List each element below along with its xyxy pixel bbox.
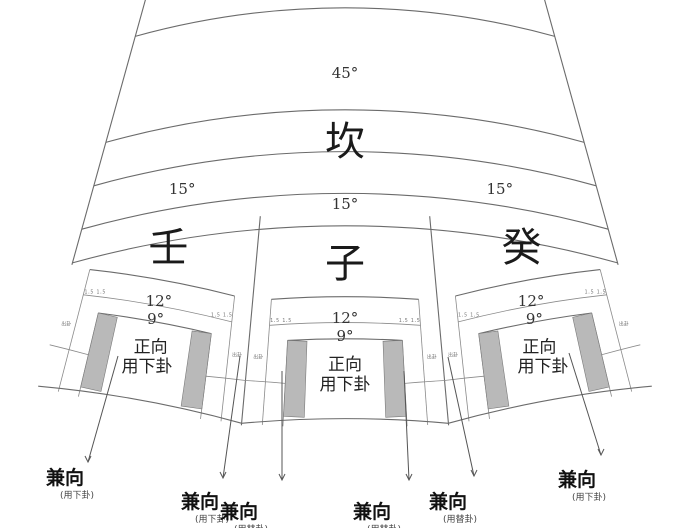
pointer-arrow [597,448,605,457]
pointer-line [403,370,410,481]
annotation-labels: 兼向(用下卦)兼向(用下卦)兼向(用替卦)兼向(用替卦)兼向(用替卦)兼向(用下… [46,352,606,528]
ring-arc [81,192,609,230]
sub-divider-right [240,216,261,426]
sector-edge-left [544,0,619,265]
side-mark-label: 出卦 [619,321,629,328]
sub-angle-label: 15° [332,195,359,213]
sector-structure [38,0,652,427]
sub-sector-name: 子 [325,241,365,287]
band-12-edge [599,269,633,392]
sub-sector-name: 癸 [502,225,542,271]
tick-mark-label: 1.5 1.5 [458,313,479,319]
band-12-top [89,269,235,297]
cell-bottom-arc [241,418,449,424]
center-cell-top [98,312,212,335]
band-12-top [455,269,601,297]
shaded-strip [572,312,610,392]
band-9-label: 9° [526,310,543,328]
side-mark-label: 出卦 [448,352,458,359]
band-12-label: 12° [332,309,359,327]
annotation-subtitle: (用替卦) [367,523,401,528]
sub-divider-left [429,216,450,426]
shaded-strip [478,330,510,410]
pointer-line [87,355,119,463]
outer-angle-label: 45° [332,64,359,82]
pointer-arrow [278,473,286,482]
side-mark-label: 出卦 [253,354,263,361]
pointer-line [222,355,241,479]
shaded-strip [382,340,407,418]
pointer-arrow [405,473,413,482]
tick-mark-label: 1.5 1.5 [585,290,606,296]
band-9-label: 9° [147,310,164,328]
cell-bottom-arc [38,385,242,424]
center-cell-top [478,312,592,335]
band-12-edge [220,295,235,422]
annotation-subtitle: (用下卦) [195,513,229,525]
annotation-title: 兼向 [558,468,596,491]
band-12-edge [57,269,91,392]
center-cell-top [287,338,403,341]
ring-arc [72,225,618,264]
tick-mark-label: 1.5 1.5 [211,313,232,319]
sub-angle-label: 15° [169,180,196,198]
band-12-top [271,296,419,300]
ring-arc [93,151,597,187]
pointer-arrow [219,471,227,480]
outer-sector-name: 坎 [325,119,365,165]
sector-edge-right [71,0,146,265]
gutter-mid-arc [601,344,641,356]
shaded-strip [180,330,212,410]
shaded-strip [283,340,308,418]
annotation-title: 兼向 [429,490,467,513]
ring-arc [105,109,585,143]
band-12-edge [261,299,272,426]
band-9-line [83,294,232,323]
pointer-arrow [84,455,92,464]
band-12-edge [455,295,470,422]
orientation-label-top: 正向 [134,337,168,357]
annotation-title: 兼向 [181,490,219,513]
annotation-subtitle: (用替卦) [234,523,268,528]
shaded-strip [80,312,118,392]
annotation-title: 兼向 [353,500,391,523]
annotation-subtitle: (用下卦) [60,489,94,501]
orientation-label-bottom: 用下卦 [122,357,173,377]
orientation-label-bottom: 用下卦 [320,375,371,395]
gutter-mid-arc [49,344,89,356]
side-mark-label: 出卦 [427,354,437,361]
band-9-label: 9° [336,327,353,345]
ring-arc [135,7,555,37]
annotation-subtitle: (用替卦) [443,513,477,525]
annotation-title: 兼向 [46,466,84,489]
band-9-line [458,294,607,323]
band-9-line [269,322,421,326]
orientation-label-top: 正向 [522,337,556,357]
pointer-line [568,352,602,456]
sub-sector-name: 壬 [148,225,188,271]
side-mark-label: 出卦 [232,352,242,359]
side-mark-label: 出卦 [61,321,71,328]
annotation-subtitle: (用下卦) [572,491,606,503]
pointer-arrow [470,469,478,478]
tick-mark-label: 1.5 1.5 [84,290,105,296]
band-12-label: 12° [146,292,173,310]
tick-mark-label: 1.5 1.5 [270,318,291,324]
orientation-label-top: 正向 [328,355,362,375]
cell-bottom-arc [448,385,652,424]
sub-angle-label: 15° [487,180,514,198]
band-12-edge [418,299,429,426]
orientation-label-bottom: 用下卦 [518,357,569,377]
band-12-label: 12° [518,292,545,310]
tick-mark-label: 1.5 1.5 [399,318,420,324]
annotation-title: 兼向 [220,500,258,523]
pointer-line [447,356,475,477]
